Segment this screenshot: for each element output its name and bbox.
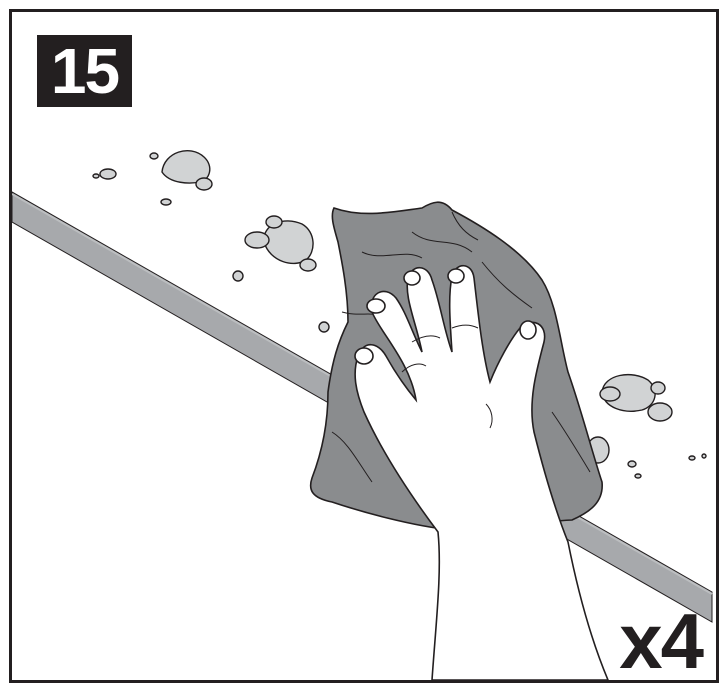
quantity-label: x4 xyxy=(619,596,702,683)
cleaning-illustration xyxy=(12,12,716,680)
step-number-badge: 15 xyxy=(37,35,132,107)
instruction-panel: 15 x4 xyxy=(9,9,719,683)
